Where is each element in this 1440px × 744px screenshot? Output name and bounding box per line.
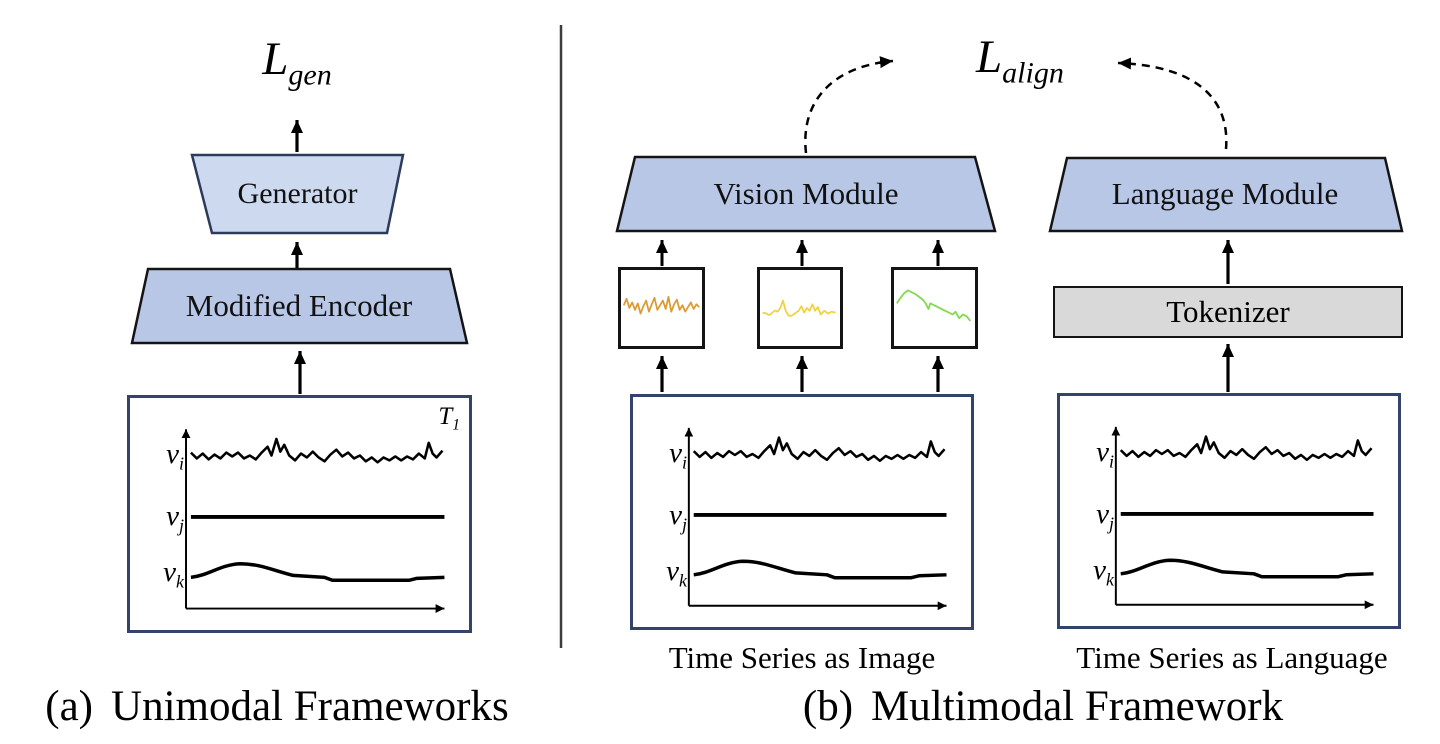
language-module-trapezoid xyxy=(1048,156,1404,233)
vj-sub: j xyxy=(179,515,184,536)
encoder-block: Modified Encoder xyxy=(125,265,473,347)
encoder-shape xyxy=(130,267,469,345)
loss-align-base: L xyxy=(976,31,1003,83)
panel-a-caption: (a) Unimodal Frameworks xyxy=(27,684,527,729)
tokenizer-label: Tokenizer xyxy=(1166,294,1290,329)
series-vk-line xyxy=(1120,558,1374,579)
vj-base: v xyxy=(1096,498,1109,530)
timestamp-label: T1 xyxy=(438,403,460,434)
language-module-shape xyxy=(1048,156,1404,233)
tokenizer-block: Tokenizer xyxy=(1053,286,1403,338)
vi-sub: i xyxy=(682,452,687,473)
loss-gen-sub: gen xyxy=(288,57,332,92)
label-vj: vj xyxy=(138,500,184,535)
vj-sub: j xyxy=(1109,513,1114,534)
panel-b-caption: (b) Multimodal Framework xyxy=(783,684,1303,729)
label-vk: vk xyxy=(138,556,184,591)
generator-shape xyxy=(190,153,405,235)
series-vi-line xyxy=(692,436,946,463)
generator-trapezoid xyxy=(190,153,405,235)
image-patch-orange xyxy=(618,267,705,349)
dashed-arrow-vision-to-lalign xyxy=(804,56,894,154)
vision-module-trapezoid xyxy=(615,155,997,233)
vk-sub: k xyxy=(176,571,184,592)
vi-base: v xyxy=(166,438,179,470)
loss-gen-label: Lgen xyxy=(227,33,367,90)
vision-module-shape xyxy=(615,155,997,233)
vk-sub: k xyxy=(1106,569,1114,590)
timestamp-base: T xyxy=(438,403,453,430)
loss-align-sub: align xyxy=(1002,55,1064,90)
label-vk: vk xyxy=(1068,554,1114,589)
series-vk-line xyxy=(190,561,445,583)
dashed-arrow-language-to-lalign xyxy=(1117,57,1228,150)
image-patch-green-chart xyxy=(896,289,972,322)
generator-block: Generator xyxy=(185,150,410,238)
image-patch-orange-chart xyxy=(622,295,700,315)
loss-gen-base: L xyxy=(262,33,289,85)
label-vi: vi xyxy=(641,437,687,472)
timestamp-sub: 1 xyxy=(452,416,460,434)
timeseries-chart-b xyxy=(684,427,947,611)
image-patch-yellow-chart xyxy=(762,299,836,317)
timeseries-chart-c xyxy=(1111,426,1374,610)
vj-sub: j xyxy=(682,514,687,535)
label-vi: vi xyxy=(1068,436,1114,471)
label-vj: vj xyxy=(1068,498,1114,533)
image-branch-caption: Time Series as Image xyxy=(668,640,936,675)
panel-a-caption-prefix: (a) xyxy=(45,683,94,730)
label-vk: vk xyxy=(641,555,687,590)
language-branch-caption: Time Series as Language xyxy=(1076,640,1388,675)
orange-series-line xyxy=(622,295,700,315)
series-vi-line xyxy=(1119,435,1373,462)
image-patch-yellow xyxy=(757,267,843,349)
vi-sub: i xyxy=(1109,451,1114,472)
label-vi: vi xyxy=(138,438,184,473)
panel-b-caption-prefix: (b) xyxy=(802,683,854,730)
green-series-line xyxy=(896,289,972,322)
yellow-series-line xyxy=(762,299,836,317)
vi-base: v xyxy=(669,437,682,469)
panel-b-caption-text: Multimodal Framework xyxy=(871,683,1284,730)
vj-base: v xyxy=(166,500,179,532)
timeseries-box-c: vi vj vk xyxy=(1057,393,1401,629)
loss-align-label: Lalign xyxy=(935,31,1105,88)
label-vj: vj xyxy=(641,499,687,534)
vk-sub: k xyxy=(679,570,687,591)
timeseries-box-b: vi vj vk xyxy=(630,394,974,630)
vi-base: v xyxy=(1096,436,1109,468)
encoder-trapezoid xyxy=(130,267,469,345)
timeseries-chart-a xyxy=(181,429,445,613)
vi-sub: i xyxy=(179,453,184,474)
panel-a-caption-text: Unimodal Frameworks xyxy=(111,683,509,730)
series-vi-line xyxy=(190,437,444,464)
vk-base: v xyxy=(666,555,680,587)
vk-base: v xyxy=(163,556,177,588)
series-vk-line xyxy=(693,559,947,580)
vision-module-block: Vision Module xyxy=(610,152,1002,236)
vk-base: v xyxy=(1093,554,1107,586)
language-module-block: Language Module xyxy=(1043,152,1407,236)
timeseries-box-a: T1 vi vj vk xyxy=(127,395,472,633)
image-patch-green xyxy=(891,267,978,349)
vj-base: v xyxy=(669,499,682,531)
